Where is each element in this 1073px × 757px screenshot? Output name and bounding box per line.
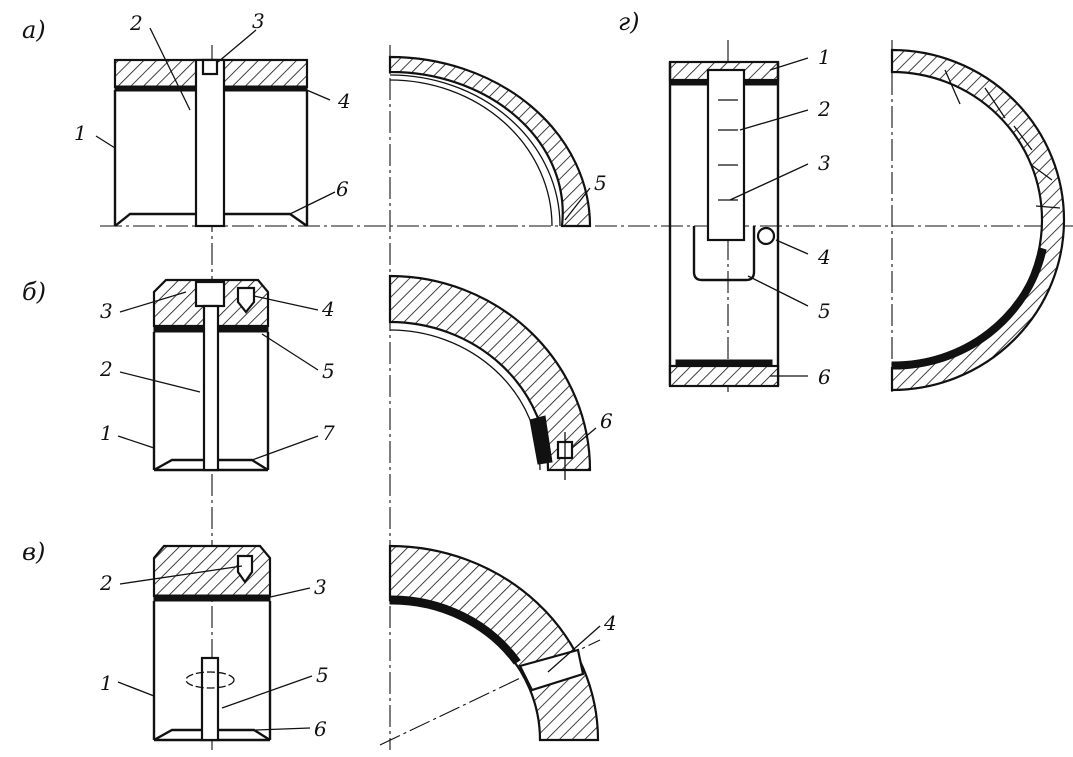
babbitt-arc-v	[389, 595, 521, 665]
screw-v	[236, 554, 254, 584]
babbitt-arc-g	[891, 247, 1047, 370]
num-4: 4	[337, 89, 351, 113]
num-3: 3	[252, 9, 265, 33]
num-3-g: 3	[818, 151, 831, 175]
panel-g: г) 1 2 3 4 5 6	[618, 8, 1066, 392]
num-5-b: 5	[322, 359, 335, 383]
num-2: 2	[129, 11, 143, 35]
num-2-g: 2	[817, 97, 831, 121]
panel-a: а) 2 3 4 1 6 5	[22, 9, 607, 228]
shell-section-v	[388, 544, 600, 742]
pin-bore	[194, 58, 226, 228]
babbitt-layer-v	[153, 594, 271, 602]
num-1-g: 1	[818, 45, 831, 69]
insert-b	[529, 415, 553, 465]
base-section-g	[668, 364, 780, 388]
num-4-g: 4	[817, 245, 831, 269]
panel-g-label: г)	[618, 8, 640, 36]
num-4-b: 4	[321, 297, 335, 321]
num-5-g: 5	[818, 299, 831, 323]
num-6: 6	[336, 177, 349, 201]
pin-rotation	[185, 671, 235, 689]
num-6-b: 6	[600, 409, 613, 433]
panel-b-label: б)	[22, 278, 46, 306]
shell-section-a	[388, 55, 592, 228]
inner-bore-a	[389, 79, 553, 227]
chamfer-right	[224, 212, 308, 227]
num-1-b: 1	[100, 421, 113, 445]
pin-head-b	[194, 280, 226, 308]
panel-a-label: а)	[22, 16, 46, 44]
insert-v	[518, 648, 585, 692]
center-lines	[100, 40, 1073, 750]
num-6-v: 6	[314, 717, 327, 741]
num-3-b: 3	[100, 299, 113, 323]
panel-b: б) 3 4 5 2 1 7 6	[22, 274, 613, 480]
num-6-g: 6	[818, 365, 831, 389]
num-2-v: 2	[99, 571, 113, 595]
pin-b	[202, 304, 220, 472]
pin-g	[756, 226, 776, 246]
chamfer-left	[114, 212, 196, 227]
pin-head	[201, 58, 219, 76]
num-5-v: 5	[316, 663, 329, 687]
num-1-v: 1	[100, 671, 113, 695]
num-5: 5	[594, 171, 607, 195]
num-7-b: 7	[322, 421, 335, 445]
num-3-v: 3	[314, 575, 327, 599]
slot-g	[692, 226, 756, 282]
liner-edge-a	[389, 74, 561, 227]
shell-section-b	[388, 274, 592, 472]
panel-v: в) 2 3 1 5 6 4	[22, 538, 617, 742]
key-g	[706, 68, 746, 242]
num-1: 1	[74, 121, 87, 145]
pin-v	[200, 656, 220, 742]
num-4-v: 4	[603, 611, 617, 635]
panel-v-label: в)	[22, 538, 45, 566]
num-2-b: 2	[99, 357, 113, 381]
screw-b	[236, 286, 256, 314]
